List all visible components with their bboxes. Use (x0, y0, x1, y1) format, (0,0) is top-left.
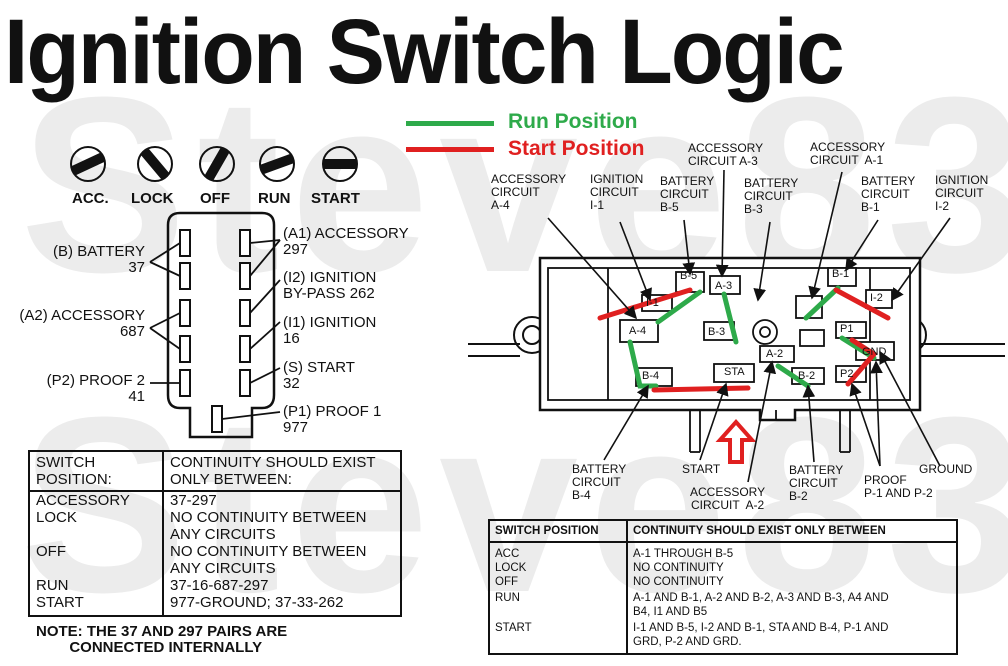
switch-diagram (468, 169, 1005, 483)
key-off-icon (199, 146, 235, 182)
label-acc-a3: ACCESSORY CIRCUIT A-3 (688, 141, 764, 168)
table-header: SWITCH POSITION: CONTINUITY SHOULD EXIST… (29, 451, 401, 492)
table-header: SWITCH POSITION CONTINUITY SHOULD EXIST … (489, 520, 957, 543)
table-header-cell: CONTINUITY SHOULD EXIST ONLY BETWEEN (627, 520, 957, 543)
terminal-sta: STA (724, 366, 745, 378)
terminal-a2: A-2 (766, 348, 784, 360)
key-acc-icon (70, 146, 106, 182)
key-run-icon (259, 146, 295, 182)
table-row: ACCESSORY 37-297 (29, 491, 401, 509)
key-lock-icon (137, 146, 173, 182)
terminal-gnd: GND (862, 346, 887, 358)
legend-run-line (406, 121, 494, 126)
table-cell: 37-297 (170, 492, 217, 509)
label-start: START (682, 462, 721, 476)
label-ignition-bypass-262: (I2) IGNITION BY-PASS 262 (283, 269, 377, 302)
label-acc-a1: ACCESSORY CIRCUIT A-1 (810, 140, 886, 167)
label-bat-b5: BATTERY CIRCUIT B-5 (660, 174, 715, 214)
key-label-off: OFF (200, 190, 230, 207)
table-cell: 37-16-687-297 (170, 577, 269, 594)
table-cell: START (489, 619, 628, 654)
table-row: LOCK NO CONTINUITY (489, 561, 957, 575)
label-ign-i1: IGNITION CIRCUIT I-1 (590, 172, 644, 212)
label-acc-a4: ACCESSORY CIRCUIT A-4 (491, 172, 567, 212)
continuity-table-right: SWITCH POSITION CONTINUITY SHOULD EXIST … (488, 519, 958, 655)
key-label-acc: ACC. (72, 190, 109, 207)
terminal-a3: A-3 (715, 280, 733, 292)
table-row: RUN 37-16-687-297 (29, 577, 401, 594)
legend-start-line (406, 147, 494, 152)
terminal-p1: P1 (840, 323, 854, 335)
label-accessory-687: (A2) ACCESSORY 687 (19, 307, 145, 340)
label-bat-b2: BATTERY CIRCUIT B-2 (789, 463, 844, 503)
terminal-p2: P2 (840, 368, 854, 380)
table-cell: START (29, 594, 164, 616)
label-ground: GROUND (919, 462, 973, 476)
table-cell: OFF (29, 543, 164, 577)
table-cell: RUN (29, 577, 164, 594)
page-title: Ignition Switch Logic (4, 1, 845, 103)
table-header-cell: SWITCH POSITION: (29, 451, 164, 492)
label-bat-b4: BATTERY CIRCUIT B-4 (572, 462, 627, 502)
label-ignition-16: (I1) IGNITION 16 (283, 314, 377, 347)
label-proof1-977: (P1) PROOF 1 977 (283, 403, 382, 436)
label-acc-a2: ACCESSORY CIRCUIT A-2 (690, 485, 766, 512)
table-header-cell: SWITCH POSITION (489, 520, 628, 543)
table-cell: NO CONTINUITY (633, 576, 724, 588)
table-row: START 977-GROUND; 37-33-262 (29, 594, 401, 616)
label-bat-b3: BATTERY CIRCUIT B-3 (744, 176, 799, 216)
table-cell: I-1 AND B-5, I-2 AND B-1, STA AND B-4, P… (633, 622, 889, 648)
table-cell: RUN (489, 589, 628, 619)
key-start-icon (322, 146, 358, 182)
connector-diagram (149, 211, 281, 439)
label-accessory-297: (A1) ACCESSORY 297 (283, 225, 409, 258)
terminal-a4: A-4 (629, 325, 647, 337)
label-bat-b1: BATTERY CIRCUIT B-1 (861, 174, 916, 214)
terminal-b1: B-1 (832, 268, 850, 280)
table-cell: NO CONTINUITY BETWEEN ANY CIRCUITS (170, 543, 367, 577)
key-label-run: RUN (258, 190, 291, 207)
table-note: NOTE: THE 37 AND 297 PAIRS ARE CONNECTED… (36, 623, 288, 656)
table-cell: ACCESSORY (29, 491, 164, 509)
terminal-i1: I-1 (646, 297, 659, 309)
table-cell: ACC (489, 542, 628, 561)
label-battery-37: (B) BATTERY 37 (53, 243, 145, 276)
terminal-b4: B-4 (642, 370, 660, 382)
label-proof2-41: (P2) PROOF 2 41 (46, 372, 145, 405)
terminal-i2: I-2 (870, 292, 883, 304)
table-cell: OFF (489, 575, 628, 589)
label-proof: PROOF P-1 AND P-2 (864, 473, 933, 500)
table-cell: A-1 AND B-1, A-2 AND B-2, A-3 AND B-3, A… (633, 592, 889, 618)
table-cell: LOCK (489, 561, 628, 575)
key-label-lock: LOCK (131, 190, 174, 207)
table-cell: 977-GROUND; 37-33-262 (170, 594, 344, 611)
legend-run-label: Run Position (508, 110, 638, 133)
terminal-b3: B-3 (708, 326, 726, 338)
table-cell: A-1 THROUGH B-5 (633, 548, 734, 560)
key-label-start: START (311, 190, 360, 207)
terminal-b2: B-2 (798, 370, 816, 382)
table-cell: LOCK (29, 509, 164, 543)
table-row: ACC A-1 THROUGH B-5 (489, 542, 957, 561)
continuity-table-left: SWITCH POSITION: CONTINUITY SHOULD EXIST… (28, 450, 402, 617)
table-header-cell: CONTINUITY SHOULD EXIST ONLY BETWEEN: (163, 451, 401, 492)
label-ign-i2: IGNITION CIRCUIT I-2 (935, 173, 989, 213)
table-cell: NO CONTINUITY BETWEEN ANY CIRCUITS (170, 509, 367, 543)
table-cell: NO CONTINUITY (633, 562, 724, 574)
key-position-icons (70, 146, 358, 182)
table-row: OFF NO CONTINUITY (489, 575, 957, 589)
label-start-32: (S) START 32 (283, 359, 355, 392)
terminal-b5: B-5 (680, 270, 698, 282)
legend-start-label: Start Position (508, 137, 645, 160)
